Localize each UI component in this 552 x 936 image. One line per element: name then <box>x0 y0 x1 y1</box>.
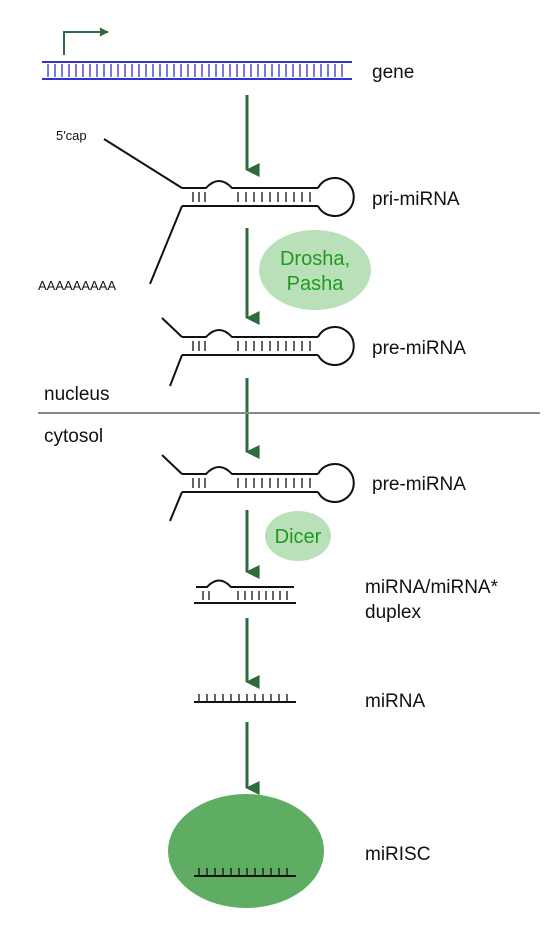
cytosol-label: cytosol <box>44 426 103 447</box>
promoter-arrow-icon <box>63 27 109 55</box>
dicer-label: Dicer <box>275 526 322 548</box>
gene-dna <box>42 27 352 80</box>
mirisc-complex <box>168 794 324 908</box>
pre-mirna-hairpin-cytosol <box>161 454 355 522</box>
pre-mirna-cytosol-label: pre-miRNA <box>372 474 466 495</box>
gene-label: gene <box>372 62 414 83</box>
mature-mirna-strand <box>194 694 296 703</box>
drosha-pasha-enzyme <box>259 230 371 310</box>
duplex-label-line2: duplex <box>365 602 421 623</box>
pre-mirna-nucleus-label: pre-miRNA <box>372 338 466 359</box>
nucleus-label: nucleus <box>44 384 110 405</box>
mirna-label: miRNA <box>365 691 425 712</box>
pre-mirna-hairpin-nucleus <box>161 317 355 387</box>
mirna-duplex <box>194 579 296 604</box>
poly-a-tail-label: AAAAAAAAA <box>38 278 116 293</box>
pri-mirna-label: pri-miRNA <box>372 189 460 210</box>
pri-mirna-hairpin <box>103 138 355 285</box>
five-prime-cap-label: 5′cap <box>56 128 87 143</box>
drosha-label: Drosha, <box>280 248 350 270</box>
mirisc-label: miRISC <box>365 844 430 865</box>
duplex-label-line1: miRNA/miRNA* <box>365 577 499 598</box>
mirisc-loaded-mirna <box>194 868 296 877</box>
pasha-label: Pasha <box>287 273 345 295</box>
dicer-enzyme <box>265 511 331 561</box>
